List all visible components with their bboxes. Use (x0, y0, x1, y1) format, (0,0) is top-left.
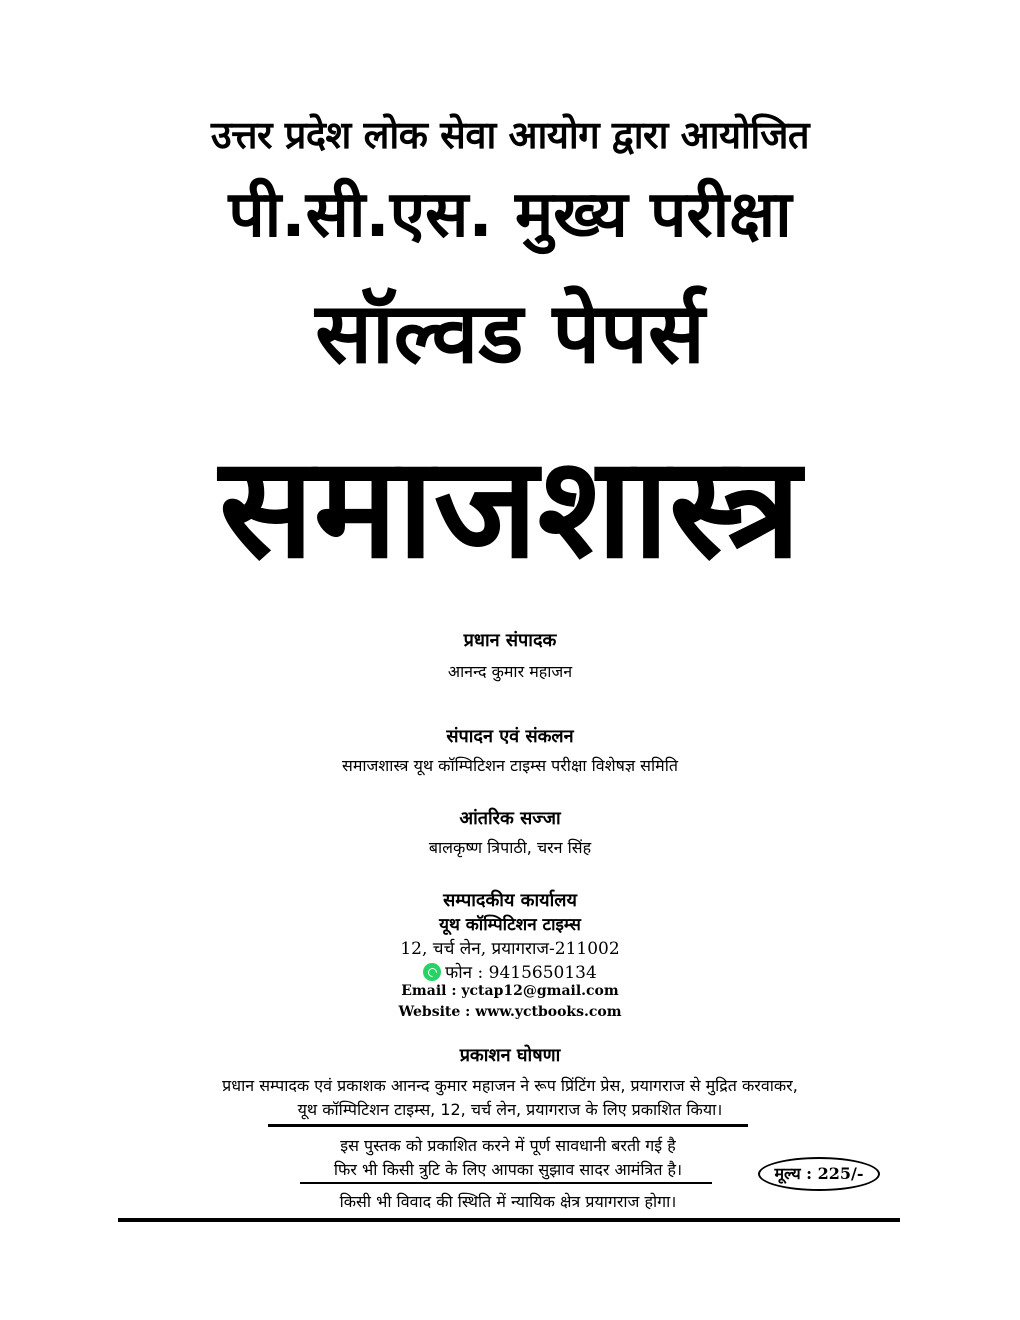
phone-label: फोन (445, 963, 473, 983)
publication-statement-line1: प्रधान सम्पादक एवं प्रकाशक आनन्द कुमार म… (222, 1076, 798, 1095)
publication-heading: प्रकाशन घोषणा (459, 1045, 561, 1066)
office-phone-line: फोन : 9415650134 (0, 960, 1020, 983)
email-address[interactable]: yctap12@gmail.com (461, 983, 619, 999)
disclaimer-line2: फिर भी किसी त्रुटि के लिए आपका सुझाव साद… (333, 1160, 683, 1179)
interior-design-heading: आंतरिक सज्जा (459, 808, 561, 829)
price-badge: मूल्य : 225/- (758, 1157, 880, 1191)
jurisdiction-line: किसी भी विवाद की स्थिति में न्यायिक क्षे… (339, 1192, 677, 1211)
office-heading: सम्पादकीय कार्यालय (443, 890, 577, 911)
website-line: Website : www.yctbooks.com (0, 1004, 1020, 1020)
interior-design-name: बालकृष्ण त्रिपाठी, चरन सिंह (428, 838, 592, 857)
whatsapp-icon (423, 963, 442, 981)
chief-editor-name: आनन्द कुमार महाजन (447, 662, 573, 681)
disclaimer-line1: इस पुस्तक को प्रकाशित करने में पूर्ण साव… (340, 1136, 676, 1155)
series-title: सॉल्वड पेपर्स (315, 284, 705, 382)
website-label: Website : (398, 1004, 471, 1020)
email-line: Email : yctap12@gmail.com (0, 983, 1020, 999)
chief-editor-heading: प्रधान संपादक (463, 630, 557, 651)
bottom-rule (118, 1218, 900, 1222)
divider (268, 1124, 748, 1127)
website-url[interactable]: www.yctbooks.com (475, 1004, 622, 1020)
compilation-name: समाजशास्त्र यूथ कॉम्पिटिशन टाइम्स परीक्ष… (342, 756, 678, 775)
compilation-heading: संपादन एवं संकलन (446, 726, 574, 747)
exam-title: पी.सी.एस. मुख्य परीक्षा (228, 178, 792, 252)
publication-statement-line2: यूथ कॉम्पिटिशन टाइम्स, 12, चर्च लेन, प्र… (297, 1100, 723, 1119)
office-address: 12, चर्च लेन, प्रयागराज-211002 (400, 939, 620, 959)
divider (300, 1182, 712, 1184)
phone-number: 9415650134 (488, 963, 597, 983)
subject-title: समाजशास्त्र (219, 427, 801, 590)
email-label: Email : (401, 983, 457, 999)
office-publisher: यूथ कॉम्पिटिशन टाइम्स (439, 915, 581, 935)
organizer-line: उत्तर प्रदेश लोक सेवा आयोग द्वारा आयोजित (210, 113, 810, 157)
